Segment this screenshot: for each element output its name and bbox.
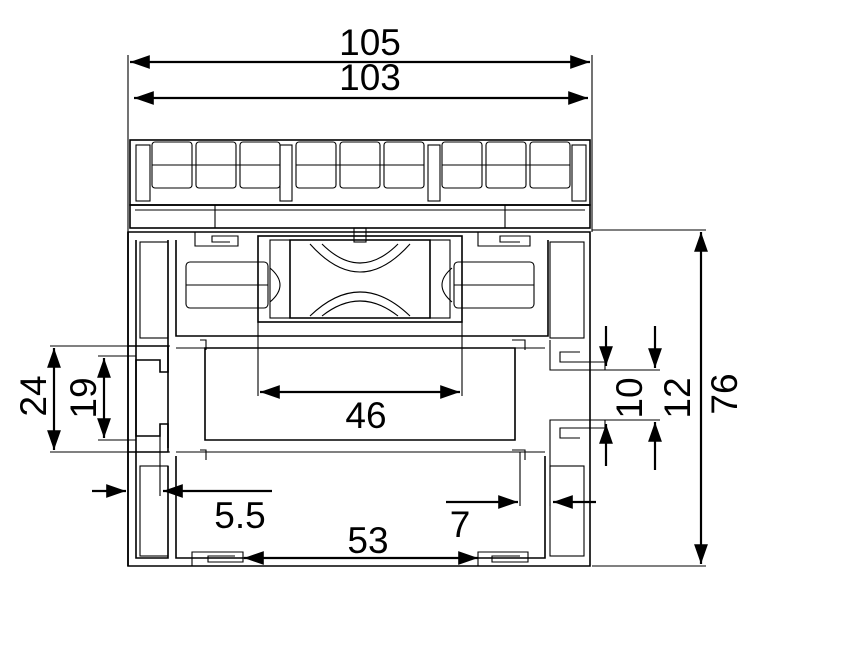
roller-icon-left [185,261,281,309]
dim-bottom-track: 53 [244,520,478,565]
dim-label-46: 46 [345,395,386,436]
dim-inner-width: 103 [134,57,588,105]
dim-label-105: 105 [339,22,401,63]
roller-icon-right [441,261,535,309]
left-slot [128,345,169,453]
dim-right-gap: 7 [446,452,596,545]
dim-label-53: 53 [347,520,388,561]
dim-left-outer: 24 [13,345,170,453]
dim-label-103: 103 [339,57,401,98]
dim-overall-height: 76 [592,229,745,567]
dim-label-7: 7 [450,504,471,545]
frame-profile [127,231,606,567]
sash-profile [129,139,591,229]
dim-label-76: 76 [704,373,745,414]
dim-label-19: 19 [63,377,104,418]
dim-left-inner: 19 [63,355,136,441]
dim-roller-spacing: 46 [257,322,463,436]
dim-label-12: 12 [657,377,698,418]
roller-row [151,141,571,189]
dim-label-24: 24 [13,375,54,416]
dim-overall-width: 105 [127,22,593,232]
dim-right-small: 10 [599,326,650,466]
dim-label-5-5: 5.5 [214,495,265,536]
roller-housing [257,227,463,323]
dim-left-gap: 5.5 [92,436,272,536]
dim-right-mid: 12 [580,326,698,470]
dim-label-10: 10 [609,377,650,418]
